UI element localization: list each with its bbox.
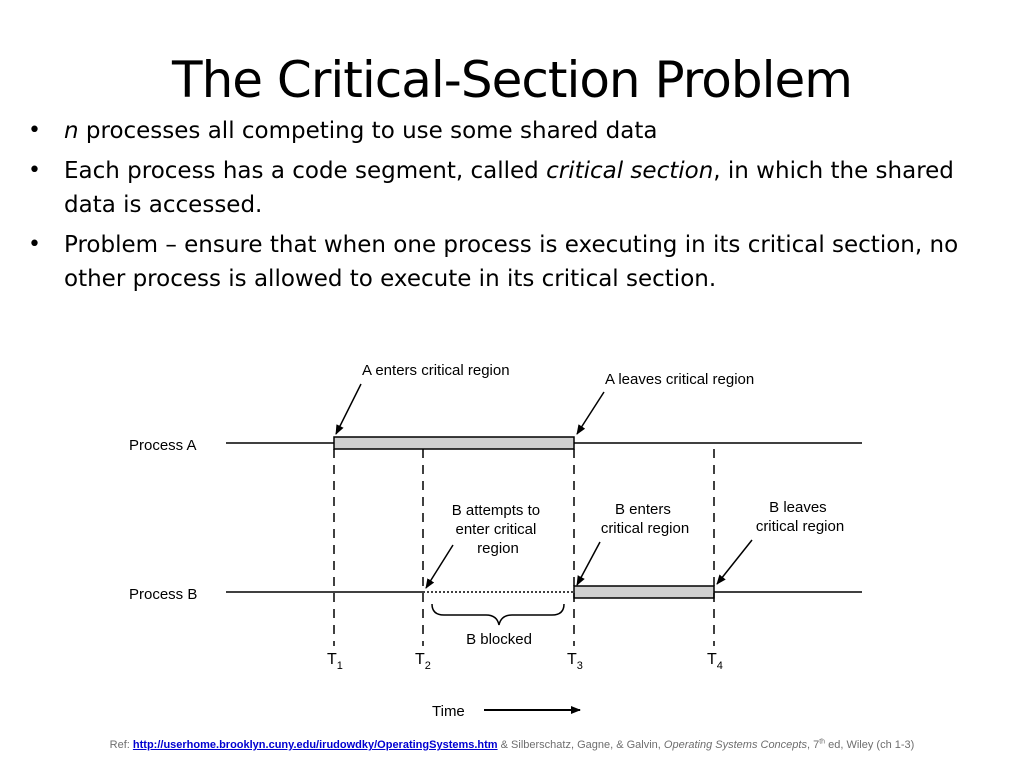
- process-b-critical-bar: [573, 585, 715, 599]
- process-a-label: Process A: [129, 437, 197, 454]
- critical-region-timeline-diagram: Process A Process B T1 T2 T3 T4 A enters…: [129, 362, 862, 720]
- bullet-dot: •: [28, 118, 41, 143]
- reference-link[interactable]: http://userhome.brooklyn.cuny.edu/irudow…: [132, 739, 498, 751]
- bullet-item: •Problem – ensure that when one process …: [24, 228, 984, 296]
- b-enters-label: B enters critical region: [601, 501, 689, 537]
- b-attempts-arrow: [425, 544, 454, 589]
- b-enters-arrow: [576, 541, 601, 586]
- process-a-critical-bar: [333, 436, 575, 450]
- tick-label-t2: T2: [415, 651, 431, 672]
- bullet-item: •n processes all competing to use some s…: [24, 114, 984, 148]
- reference-footer: Ref: http://userhome.brooklyn.cuny.edu/i…: [109, 738, 915, 751]
- b-leaves-label: B leaves critical region: [756, 499, 844, 535]
- a-enters-label: A enters critical region: [362, 362, 510, 379]
- process-b-label: Process B: [129, 586, 197, 603]
- emphasis-text: critical section: [546, 158, 714, 184]
- bullet-item: •Each process has a code segment, called…: [24, 154, 984, 222]
- b-blocked-brace: [431, 603, 565, 626]
- b-leaves-arrow: [716, 539, 753, 585]
- tick-label-t3: T3: [567, 651, 583, 672]
- tick-label-t4: T4: [707, 651, 723, 672]
- book-title: Operating Systems Concepts: [663, 739, 807, 751]
- a-leaves-arrow: [576, 391, 605, 435]
- bullet-dot: •: [28, 158, 41, 183]
- bullet-dot: •: [28, 232, 41, 257]
- emphasis-text: n: [64, 118, 79, 144]
- slide-title: The Critical-Section Problem: [172, 51, 853, 109]
- time-label: Time: [432, 703, 465, 720]
- b-attempts-label: B attempts to enter critical region: [452, 502, 545, 557]
- a-enters-arrow: [335, 383, 362, 435]
- a-leaves-label: A leaves critical region: [605, 371, 754, 388]
- tick-label-t1: T1: [327, 651, 343, 672]
- b-blocked-label: B blocked: [466, 631, 532, 648]
- bullet-list: •n processes all competing to use some s…: [24, 114, 984, 302]
